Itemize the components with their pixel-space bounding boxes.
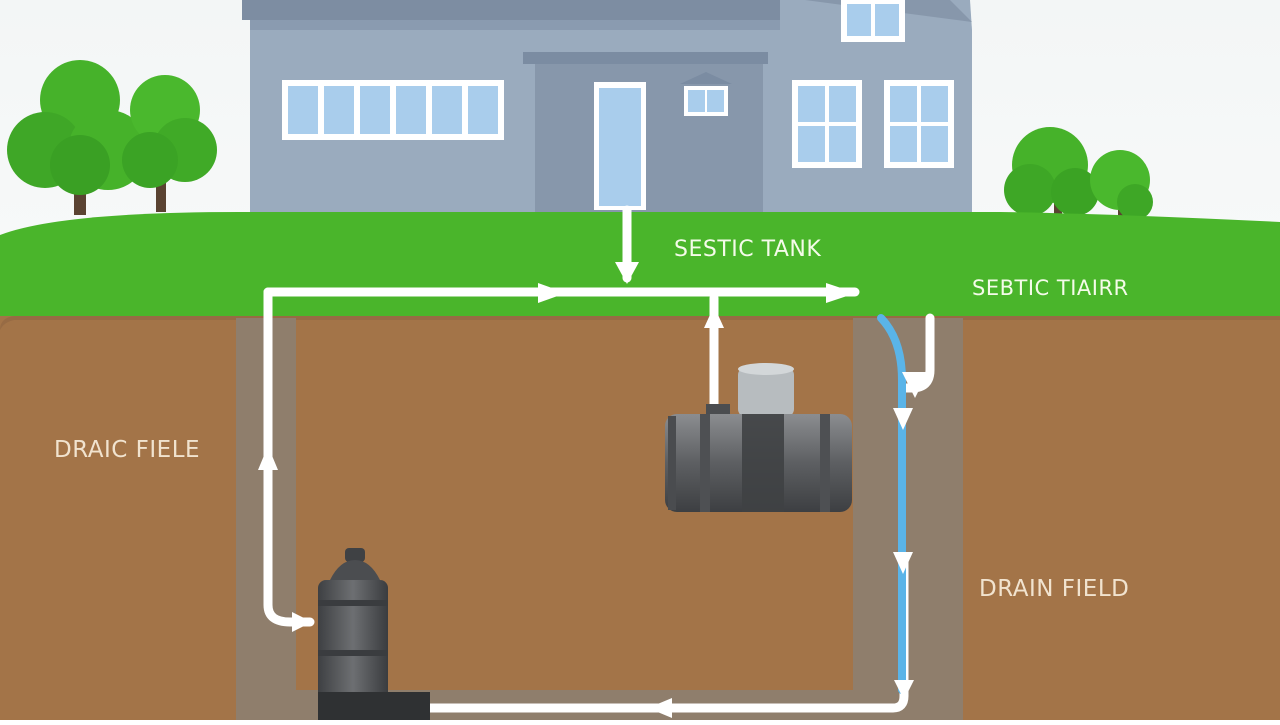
grass (0, 212, 1280, 318)
flow-arrow-icon (258, 262, 928, 718)
house-icon (242, 0, 972, 212)
label-septic-tiarr: SEBTIC TIAIRR (972, 276, 1129, 300)
label-septic-tank: SESTIC TANK (674, 237, 822, 262)
septic-tank-icon (665, 363, 852, 512)
soil (0, 316, 1280, 720)
tree-icon (1004, 127, 1153, 220)
label-drain-field-left: DRAIC FIELE (54, 437, 201, 463)
pump-tank-icon (318, 548, 430, 720)
label-drain-field-right: DRAIN FIELD (979, 576, 1130, 602)
water-line (877, 314, 906, 694)
tree-icon (7, 60, 217, 215)
